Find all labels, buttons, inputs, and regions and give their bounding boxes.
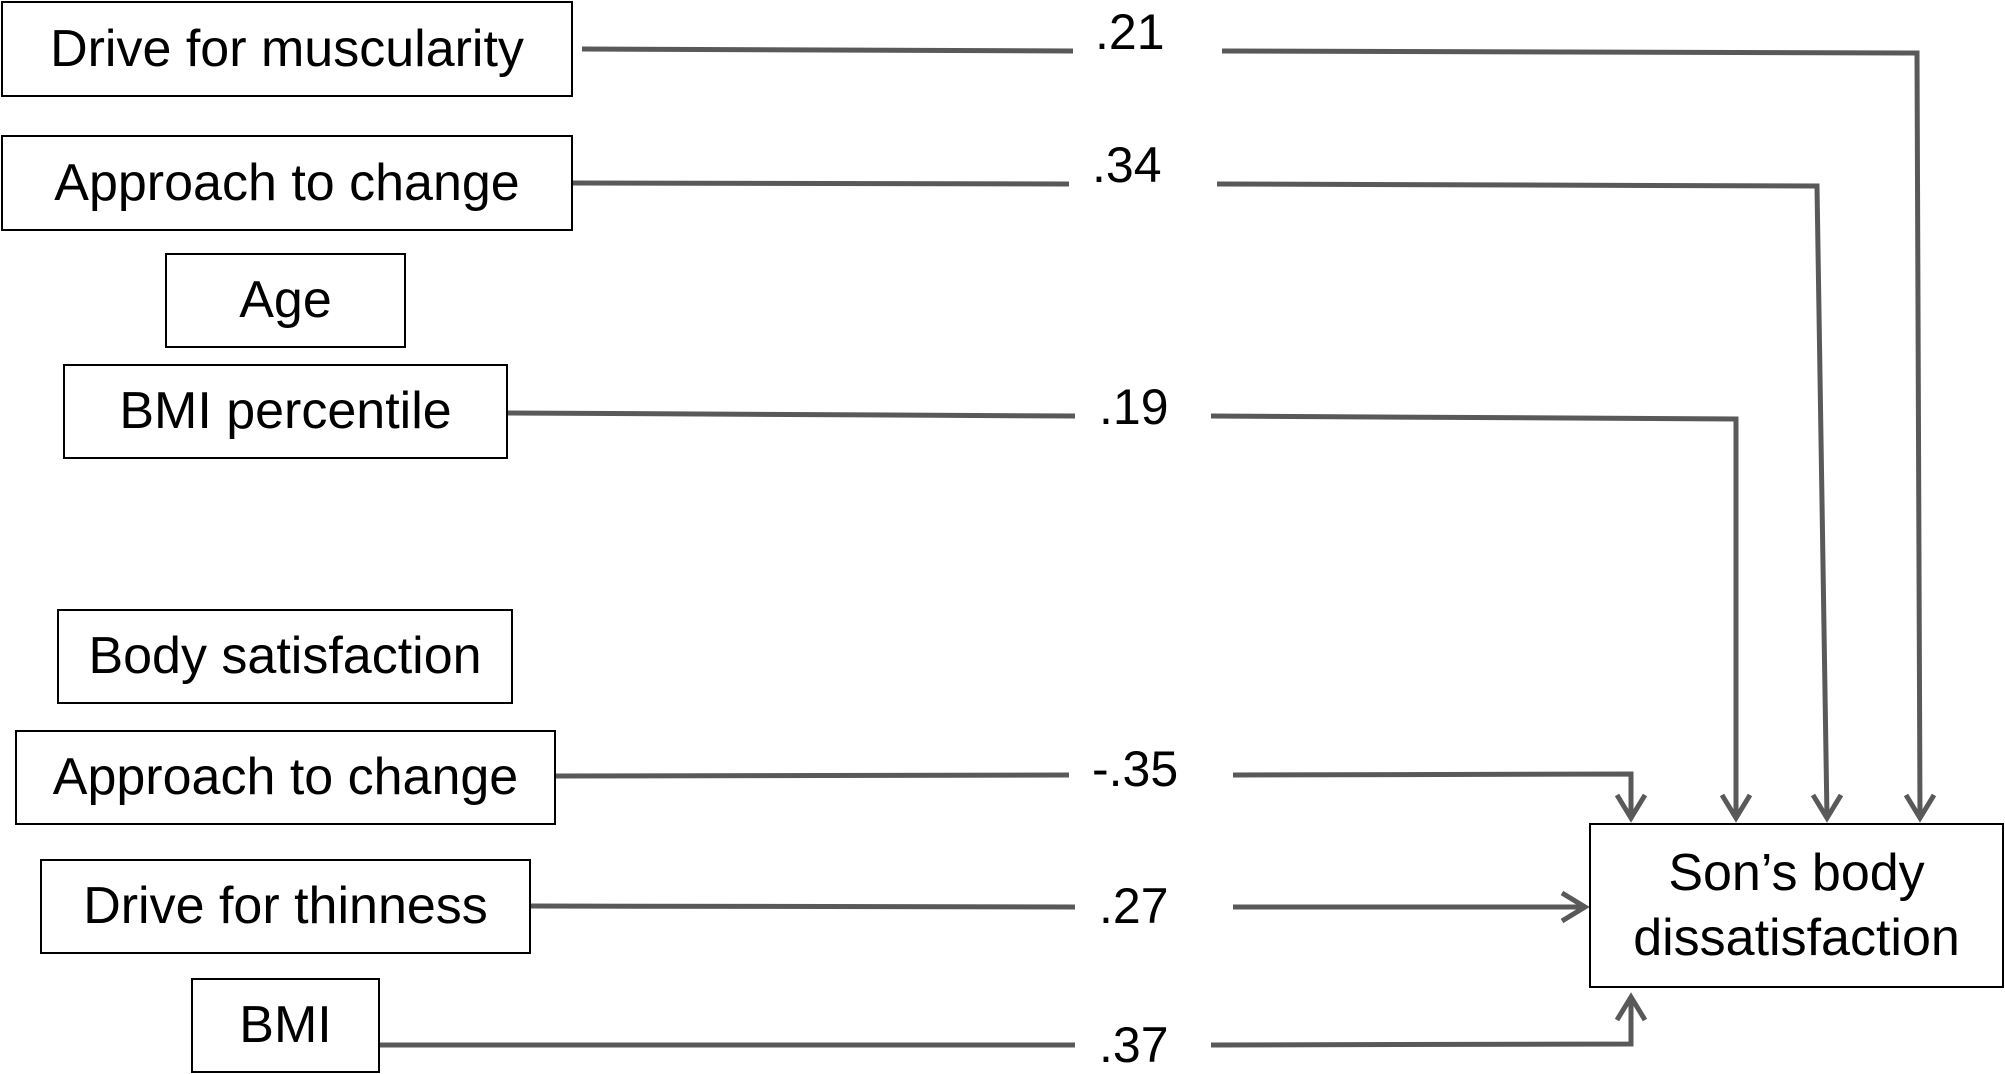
node-drive-for-thinness-label: Drive for thinness	[83, 877, 488, 936]
path-bmi-percentile-right	[1210, 413, 1739, 818]
node-approach-to-change-1-label: Approach to change	[54, 153, 520, 212]
node-drive-for-thinness: Drive for thinness	[40, 859, 531, 954]
node-bmi-label: BMI	[239, 996, 332, 1055]
path-bmi-right	[1210, 997, 1634, 1048]
path-approach-change-2-left	[555, 772, 1070, 779]
node-bmi: BMI	[191, 978, 380, 1073]
path-drive-muscularity-right	[1221, 48, 1923, 819]
path-bmi-percentile-left	[507, 410, 1076, 419]
path-drive-thinness-left	[530, 903, 1076, 910]
arrowhead-bmi-percentile	[1719, 793, 1753, 823]
path-approach-change-1-left	[571, 180, 1070, 187]
node-age-label: Age	[239, 271, 332, 330]
node-age: Age	[165, 253, 406, 348]
coefficient-bmi: .37	[1099, 1017, 1169, 1073]
coefficient-approach-to-change-1: .34	[1092, 137, 1162, 193]
node-sons-body-dissatisfaction: Son’s body dissatisfaction	[1589, 823, 2004, 988]
path-approach-change-1-right	[1216, 181, 1830, 819]
path-drive-muscularity-left	[581, 46, 1074, 54]
node-approach-to-change-2: Approach to change	[15, 730, 556, 825]
outcome-label-line-2: dissatisfaction	[1633, 908, 1960, 967]
arrowhead-drive-thinness	[1560, 890, 1590, 924]
coefficient-drive-for-thinness: .27	[1099, 878, 1169, 934]
node-bmi-percentile: BMI percentile	[63, 364, 508, 459]
node-approach-to-change-2-label: Approach to change	[52, 748, 519, 807]
node-drive-for-muscularity: Drive for muscularity	[1, 1, 573, 97]
coefficient-drive-for-muscularity: .21	[1095, 4, 1165, 60]
node-drive-for-muscularity-label: Drive for muscularity	[50, 19, 524, 78]
arrowhead-drive-muscularity	[1903, 793, 1937, 823]
coefficient-approach-to-change-2: -.35	[1092, 741, 1179, 797]
node-body-satisfaction-label: Body satisfaction	[88, 627, 482, 686]
node-approach-to-change-1: Approach to change	[1, 135, 573, 231]
node-bmi-percentile-label: BMI percentile	[119, 382, 452, 441]
arrowhead-bmi	[1614, 992, 1648, 1022]
path-approach-change-2-right	[1232, 771, 1634, 818]
node-body-satisfaction: Body satisfaction	[57, 609, 513, 704]
arrowhead-approach-change-1	[1810, 793, 1844, 823]
arrowhead-approach-change-2	[1614, 793, 1648, 823]
coefficient-bmi-percentile: .19	[1099, 379, 1169, 435]
outcome-label-line-1: Son’s body	[1668, 843, 1925, 902]
